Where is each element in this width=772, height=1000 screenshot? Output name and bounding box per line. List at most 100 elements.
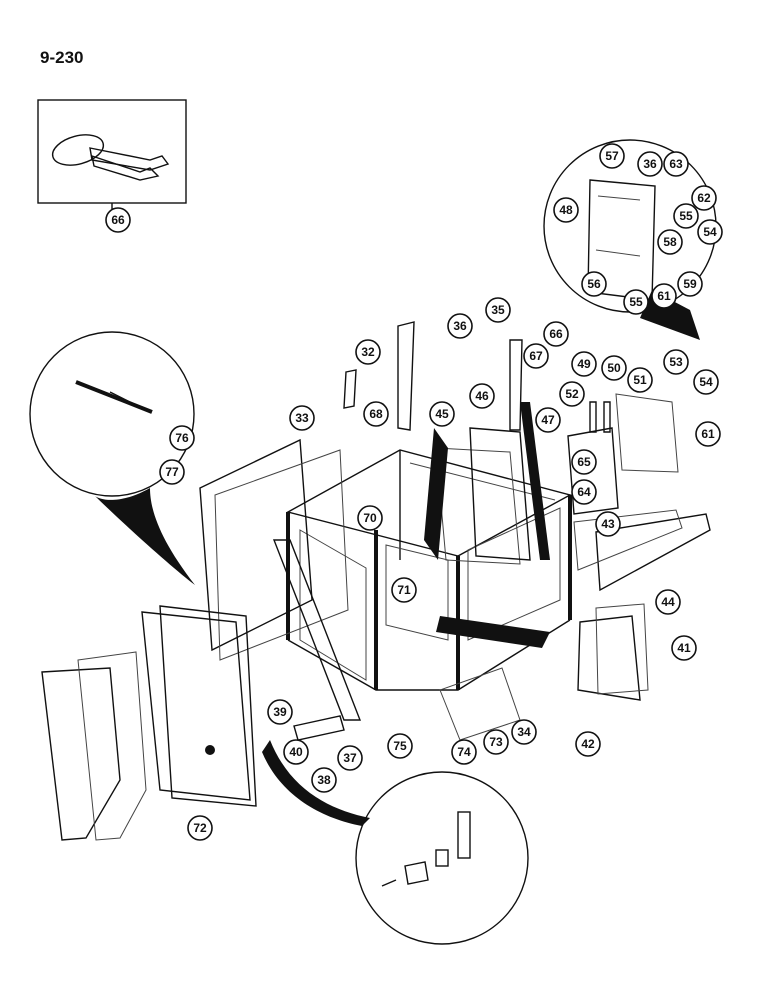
svg-text:77: 77 — [165, 465, 179, 479]
callout-62: 62 — [691, 185, 717, 211]
callout-47: 47 — [535, 407, 561, 433]
svg-text:67: 67 — [529, 349, 543, 363]
callout-45: 45 — [429, 401, 455, 427]
svg-text:37: 37 — [343, 751, 357, 765]
callout-37: 37 — [337, 745, 363, 771]
callout-44: 44 — [655, 589, 681, 615]
latch-detail — [262, 740, 529, 945]
svg-text:52: 52 — [565, 387, 579, 401]
callout-65: 65 — [571, 449, 597, 475]
svg-text:63: 63 — [669, 157, 683, 171]
callout-36: 36 — [447, 313, 473, 339]
svg-text:38: 38 — [317, 773, 331, 787]
svg-text:36: 36 — [643, 157, 657, 171]
callout-32: 32 — [355, 339, 381, 365]
key-inset — [37, 99, 187, 212]
svg-text:36: 36 — [453, 319, 467, 333]
svg-text:66: 66 — [111, 213, 125, 227]
page-number: 9-230 — [40, 48, 84, 67]
callout-61: 61 — [695, 421, 721, 447]
callout-75: 75 — [387, 733, 413, 759]
callout-64: 64 — [571, 479, 597, 505]
callout-73: 73 — [483, 729, 509, 755]
svg-text:49: 49 — [577, 357, 591, 371]
callout-61: 61 — [651, 283, 677, 309]
callout-49: 49 — [571, 351, 597, 377]
svg-text:66: 66 — [549, 327, 563, 341]
callout-71: 71 — [391, 577, 417, 603]
callout-39: 39 — [267, 699, 293, 725]
svg-text:34: 34 — [517, 725, 531, 739]
svg-text:76: 76 — [175, 431, 189, 445]
svg-text:39: 39 — [273, 705, 287, 719]
callout-66: 66 — [543, 321, 569, 347]
left-door — [41, 605, 257, 841]
svg-text:75: 75 — [393, 739, 407, 753]
svg-text:33: 33 — [295, 411, 309, 425]
callout-68: 68 — [363, 401, 389, 427]
svg-text:74: 74 — [457, 745, 471, 759]
svg-text:65: 65 — [577, 455, 591, 469]
callout-group: 66 66 57 36 63 62 48 55 54 58 59 56 55 61 35 36 32 67 49 50… — [105, 143, 723, 841]
svg-text:73: 73 — [489, 735, 503, 749]
svg-text:50: 50 — [607, 361, 621, 375]
callout-57: 57 — [599, 143, 625, 169]
callout-40: 40 — [283, 739, 309, 765]
svg-text:48: 48 — [559, 203, 573, 217]
callout-58: 58 — [657, 229, 683, 255]
rear-window-parts — [199, 427, 531, 661]
svg-text:57: 57 — [605, 149, 619, 163]
callout-54: 54 — [697, 219, 723, 245]
callout-33: 33 — [289, 405, 315, 431]
callout-48: 48 — [553, 197, 579, 223]
callout-70: 70 — [357, 505, 383, 531]
pillars-and-strips — [272, 321, 611, 741]
svg-text:59: 59 — [683, 277, 697, 291]
svg-text:54: 54 — [699, 375, 713, 389]
callout-52: 52 — [559, 381, 585, 407]
callout-50: 50 — [601, 355, 627, 381]
callout-67: 67 — [523, 343, 549, 369]
svg-text:54: 54 — [703, 225, 717, 239]
callout-41: 41 — [671, 635, 697, 661]
callout-54: 54 — [693, 369, 719, 395]
svg-text:32: 32 — [361, 345, 375, 359]
svg-text:72: 72 — [193, 821, 207, 835]
svg-text:55: 55 — [679, 209, 693, 223]
svg-text:53: 53 — [669, 355, 683, 369]
svg-text:43: 43 — [601, 517, 615, 531]
svg-text:68: 68 — [369, 407, 383, 421]
callout-77: 77 — [159, 459, 185, 485]
callout-56: 56 — [581, 271, 607, 297]
gas-strut-detail — [29, 331, 195, 585]
svg-text:70: 70 — [363, 511, 377, 525]
callout-55: 55 — [623, 289, 649, 315]
callout-43: 43 — [595, 511, 621, 537]
svg-text:42: 42 — [581, 737, 595, 751]
callout-55: 55 — [673, 203, 699, 229]
callout-36: 36 — [637, 151, 663, 177]
svg-text:45: 45 — [435, 407, 449, 421]
svg-text:58: 58 — [663, 235, 677, 249]
svg-text:61: 61 — [657, 289, 671, 303]
callout-46: 46 — [469, 383, 495, 409]
svg-text:55: 55 — [629, 295, 643, 309]
svg-text:40: 40 — [289, 745, 303, 759]
svg-text:51: 51 — [633, 373, 647, 387]
callout-72: 72 — [187, 815, 213, 841]
callout-34: 34 — [511, 719, 537, 745]
svg-text:56: 56 — [587, 277, 601, 291]
callout-74: 74 — [451, 739, 477, 765]
svg-text:35: 35 — [491, 303, 505, 317]
callout-66: 66 — [105, 207, 131, 233]
svg-text:61: 61 — [701, 427, 715, 441]
svg-text:41: 41 — [677, 641, 691, 655]
callout-38: 38 — [311, 767, 337, 793]
svg-text:62: 62 — [697, 191, 711, 205]
callout-35: 35 — [485, 297, 511, 323]
svg-text:46: 46 — [475, 389, 489, 403]
callout-63: 63 — [663, 151, 689, 177]
svg-text:64: 64 — [577, 485, 591, 499]
svg-text:47: 47 — [541, 413, 555, 427]
